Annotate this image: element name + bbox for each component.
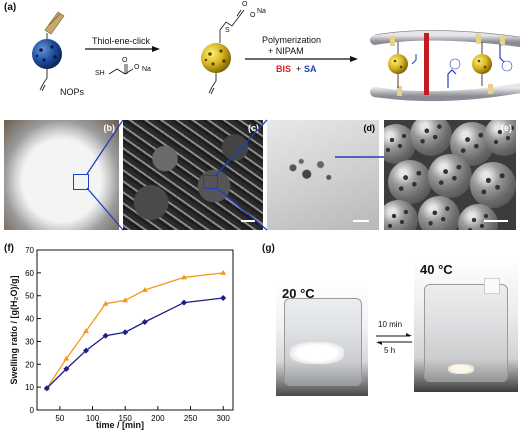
- thiol-na: Na: [142, 66, 151, 73]
- x-tick-label: 50: [55, 414, 64, 423]
- series-2-point: [102, 332, 109, 339]
- series-2-point: [43, 385, 50, 392]
- y-tick-label: 60: [25, 269, 34, 278]
- y-tick-label: 40: [25, 315, 34, 324]
- thiol-reagent-structure: [108, 64, 134, 75]
- scalebar-e: [484, 220, 508, 222]
- series-2-point: [220, 295, 227, 301]
- equilibrium-arrows: [376, 333, 412, 345]
- hydrogel-network-illustration: [370, 30, 520, 102]
- panel-label-f: (f): [4, 243, 14, 254]
- series-line-2: [46, 297, 224, 389]
- x-tick-label: 200: [151, 414, 165, 423]
- product-s: S: [225, 27, 230, 34]
- plot-frame: [36, 249, 234, 411]
- panel-label-g: (g): [262, 243, 275, 254]
- panel-label-c: (c): [248, 123, 259, 133]
- series-2-point: [83, 347, 89, 354]
- x-tick-label: 250: [184, 414, 198, 423]
- photo-b-hydrogel-dish: (b): [4, 120, 119, 230]
- series-2-point: [181, 299, 187, 306]
- thiol-o: O: [122, 57, 128, 64]
- zoom-box-b: [73, 174, 89, 190]
- chart-xlabel: time / [min]: [96, 420, 145, 430]
- shrunken-gel-40c: [448, 364, 474, 374]
- x-tick-label: 300: [217, 414, 231, 423]
- panel-label-a: (a): [4, 2, 17, 13]
- y-tick-label: 50: [25, 292, 34, 301]
- series-line-1: [46, 272, 224, 389]
- series-1-point: [83, 328, 89, 334]
- temp-40c-label: 40 °C: [420, 262, 453, 277]
- vial-cap: [484, 278, 500, 294]
- back-time-label: 5 h: [384, 346, 396, 355]
- surface-particles: [282, 155, 337, 187]
- product-na: Na: [257, 8, 266, 15]
- x-tick-label: 150: [119, 414, 133, 423]
- thiol-ene-click-label: Thiol-ene-click: [92, 36, 151, 46]
- y-tick-label: 20: [25, 360, 34, 369]
- series-1-point: [63, 355, 70, 361]
- nop-particle-icon: [32, 11, 65, 92]
- plus-label: +: [296, 64, 302, 74]
- nops-label: NOPs: [60, 87, 85, 97]
- thiol-sh: SH: [95, 70, 105, 77]
- swelling-chart: 50 100 150 200 250 300 0 10 20 30 40 50 60 70: [25, 246, 234, 423]
- y-tick-label: 70: [25, 246, 34, 255]
- sa-label: SA: [304, 64, 317, 74]
- series-1-point: [220, 269, 227, 275]
- panel-label-d: (d): [363, 123, 376, 133]
- series-1-point: [181, 274, 187, 280]
- panel-label-b: (b): [103, 123, 116, 133]
- chart-ylabel: Swelling ratio / [g(H₂O)/g]: [9, 275, 19, 385]
- scalebar-d: [353, 220, 369, 222]
- polymerization-label: Polymerization: [262, 35, 322, 45]
- thiol-ominus: O: [134, 64, 140, 71]
- forward-time-label: 10 min: [378, 320, 403, 329]
- photo-e-sem-particles: (e): [384, 120, 516, 230]
- bis-label: BIS: [276, 64, 292, 74]
- zoom-box-c: [203, 175, 218, 189]
- x-tick-label: 100: [86, 414, 100, 423]
- product-ominus: O: [250, 12, 256, 19]
- functionalized-particle-icon: [201, 9, 245, 95]
- y-tick-label: 10: [25, 383, 34, 392]
- nipam-label: + NIPAM: [268, 46, 304, 56]
- scalebar-c: [241, 220, 255, 222]
- panel-label-e: (e): [501, 123, 512, 133]
- y-tick-label: 0: [30, 406, 35, 415]
- series-1-point: [141, 287, 148, 292]
- swollen-gel-20c: [290, 342, 344, 364]
- photo-d-sem-surface: (d): [267, 120, 379, 230]
- photo-g-20c: 20 °C: [276, 280, 368, 396]
- series-1-point: [102, 300, 109, 306]
- reaction-scheme: [32, 9, 520, 102]
- series-2-point: [141, 319, 148, 325]
- photo-c-sem-porous: (c): [123, 120, 263, 230]
- photo-g-40c: 40 °C: [414, 256, 518, 392]
- y-tick-label: 30: [25, 337, 34, 346]
- series-2-point: [122, 329, 129, 336]
- temp-20c-label: 20 °C: [282, 286, 315, 301]
- product-o: O: [242, 1, 248, 8]
- series-1-point: [122, 297, 129, 303]
- series-2-point: [63, 365, 70, 372]
